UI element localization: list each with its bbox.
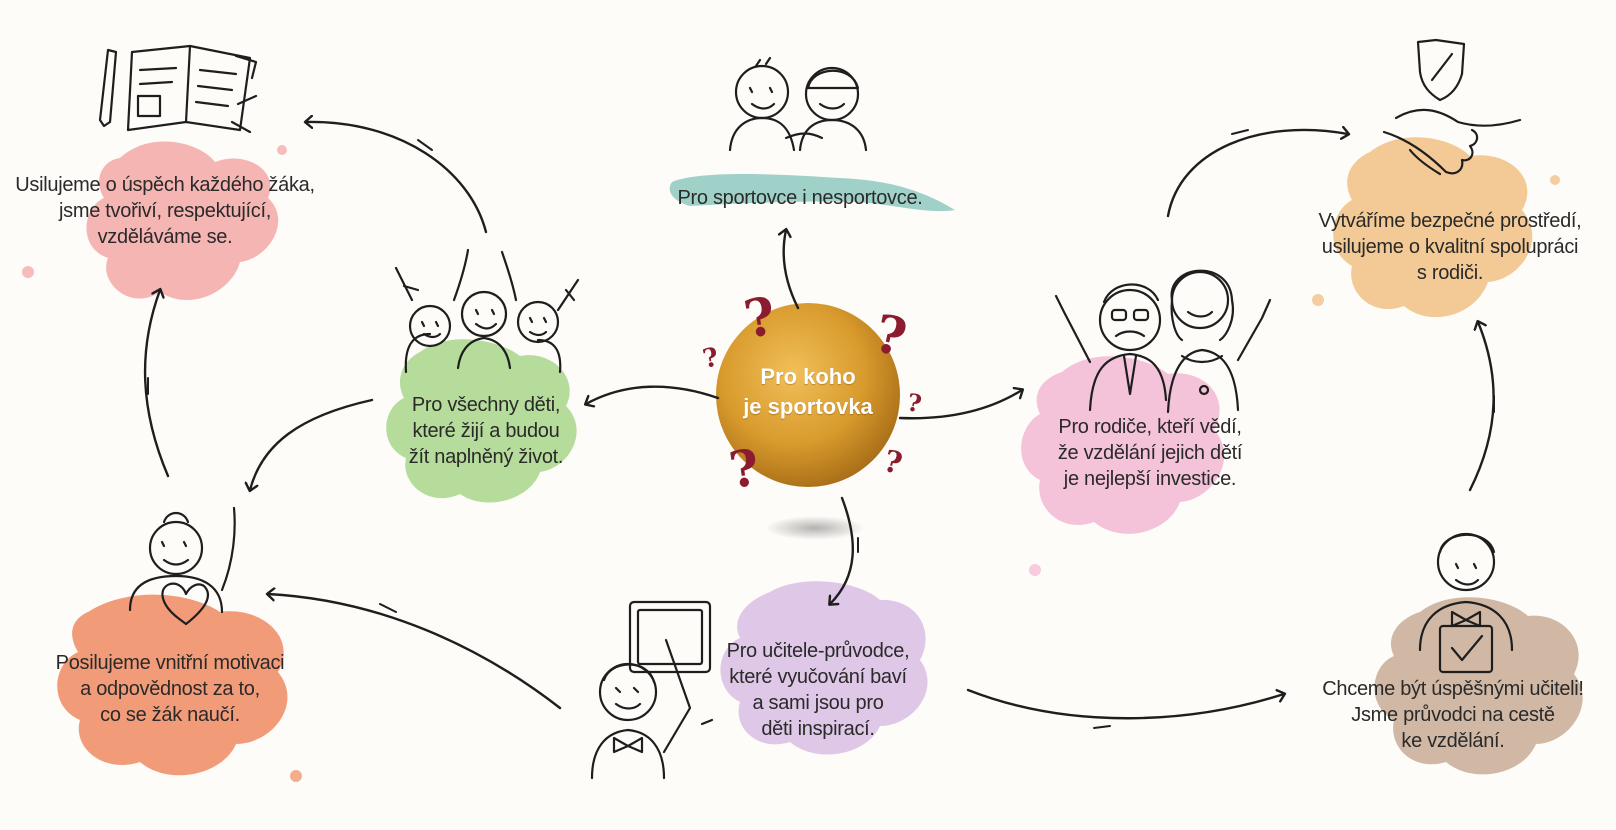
center-title: Pro koho je sportovka xyxy=(708,362,908,422)
node-text-line: Posilujeme vnitřní motivaci xyxy=(55,652,285,674)
splash-shape xyxy=(720,581,928,755)
node-text-line: co se žák naučí. xyxy=(100,704,240,726)
node-text-line: usilujeme o kvalitní spolupráci xyxy=(1321,236,1579,258)
arrow-parents-to-safe-env xyxy=(1166,130,1348,218)
node-text-line: jsme tvořiví, respektující, xyxy=(59,200,271,222)
node-text-line: které žijí a budou xyxy=(412,420,560,442)
handshake-shield-icon xyxy=(1382,38,1522,176)
splash-shape xyxy=(86,141,279,301)
two-kids-icon xyxy=(728,56,868,152)
splash-success xyxy=(1374,597,1583,775)
arrow-tick xyxy=(417,139,433,151)
splash-dot xyxy=(1029,564,1041,576)
node-text-line: Pro všechny děti, xyxy=(411,394,561,416)
node-success-text: Chceme být úspěšnými učiteli! Jsme průvo… xyxy=(1300,676,1606,754)
question-mark: ? xyxy=(869,303,911,369)
center-ball xyxy=(716,303,900,540)
splash-shape xyxy=(57,594,288,776)
node-text-line: Usilujeme o úspěch každého žáka, xyxy=(15,174,315,196)
node-text-line: Vytváříme bezpečné prostředí, xyxy=(1318,210,1582,232)
question-mark: ? xyxy=(700,342,721,375)
arrow-tick xyxy=(1093,725,1111,729)
center-title-line: je sportovka xyxy=(743,394,873,419)
teacher-at-board-icon xyxy=(590,600,714,780)
splash-dot xyxy=(290,770,302,782)
arrow-center-to-children xyxy=(586,385,720,404)
cheering-children-icon xyxy=(394,248,580,374)
splash-parents xyxy=(1021,356,1225,576)
node-safe-env-text: Vytváříme bezpečné prostředí, usilujeme … xyxy=(1300,208,1600,286)
splash-motivation xyxy=(57,594,302,782)
node-text-line: je nejlepší investice. xyxy=(1063,468,1237,490)
splash-shape xyxy=(669,174,955,212)
splash-dot xyxy=(1550,175,1560,185)
center-title-line: Pro koho xyxy=(760,364,856,389)
arrow-teachers-to-success xyxy=(966,688,1284,720)
splash-dot xyxy=(22,266,34,278)
splash-teachers xyxy=(720,581,928,755)
splash-dot xyxy=(277,145,287,155)
node-text-line: Chceme být úspěšnými učiteli! xyxy=(1322,678,1584,700)
node-text-line: Pro rodiče, kteří vědí, xyxy=(1058,416,1242,438)
splash-shape xyxy=(386,339,577,503)
book-and-pencil-icon xyxy=(98,44,258,134)
teacher-with-checkmark-icon xyxy=(1418,532,1514,674)
node-text-line: s rodiči. xyxy=(1416,262,1484,284)
parents-icon xyxy=(1054,269,1272,414)
node-sportsmen-text: Pro sportovce i nesportovce. xyxy=(650,185,950,211)
node-text-line: ke vzdělání. xyxy=(1401,730,1505,752)
arrow-center-to-parents xyxy=(898,390,1022,420)
splash-shape xyxy=(1374,597,1583,775)
node-text-line: a sami jsou pro xyxy=(752,692,884,714)
node-text-line: které vyučování baví xyxy=(729,666,907,688)
arrow-children-to-motivation xyxy=(250,398,374,490)
node-teachers-text: Pro učitele-průvodce, které vyučování ba… xyxy=(708,638,928,742)
ball-shadow xyxy=(765,516,865,540)
splash-sportsmen xyxy=(669,174,955,212)
node-parents-text: Pro rodiče, kteří vědí, že vzdělání jeji… xyxy=(1030,414,1270,492)
node-achievement-text: Usilujeme o úspěch každého žáka, jsme tv… xyxy=(0,172,330,250)
node-text-line: žít naplněný život. xyxy=(408,446,564,468)
child-with-heart-icon xyxy=(128,506,236,626)
arrow-tick xyxy=(1231,129,1249,135)
node-text-line: a odpovědnost za to, xyxy=(80,678,260,700)
arrow-success-to-safe-env xyxy=(1468,322,1495,492)
node-text-line: že vzdělání jejich dětí xyxy=(1057,442,1243,464)
node-text-line: Jsme průvodci na cestě xyxy=(1351,704,1555,726)
arrow-children-to-achievement xyxy=(306,122,488,234)
splash-shape xyxy=(1333,137,1533,318)
splash-all-children xyxy=(386,339,577,503)
question-mark: ? xyxy=(905,387,924,418)
arrow-tick xyxy=(379,603,397,613)
arrow-center-to-teachers xyxy=(830,496,854,604)
splash-dot xyxy=(1312,294,1324,306)
ball xyxy=(716,303,900,487)
node-text-line: Pro sportovce i nesportovce. xyxy=(677,187,923,209)
arrow-teachers-to-motivation xyxy=(268,594,562,710)
splash-achievement xyxy=(22,141,287,301)
arrow-center-to-sportsmen xyxy=(784,230,800,310)
node-all-children-text: Pro všechny děti, které žijí a budou žít… xyxy=(376,392,596,470)
question-mark: ? xyxy=(880,444,906,482)
arrow-motivation-to-achievement xyxy=(143,290,170,478)
node-text-line: Pro učitele-průvodce, xyxy=(726,640,910,662)
node-motivation-text: Posilujeme vnitřní motivaci a odpovědnos… xyxy=(30,650,310,728)
connector-arrows xyxy=(143,122,1495,729)
splash-safe-env xyxy=(1312,137,1560,318)
node-text-line: děti inspirací. xyxy=(761,718,875,740)
splash-shape xyxy=(1021,356,1225,534)
node-text-line: vzděláváme se. xyxy=(97,226,233,248)
